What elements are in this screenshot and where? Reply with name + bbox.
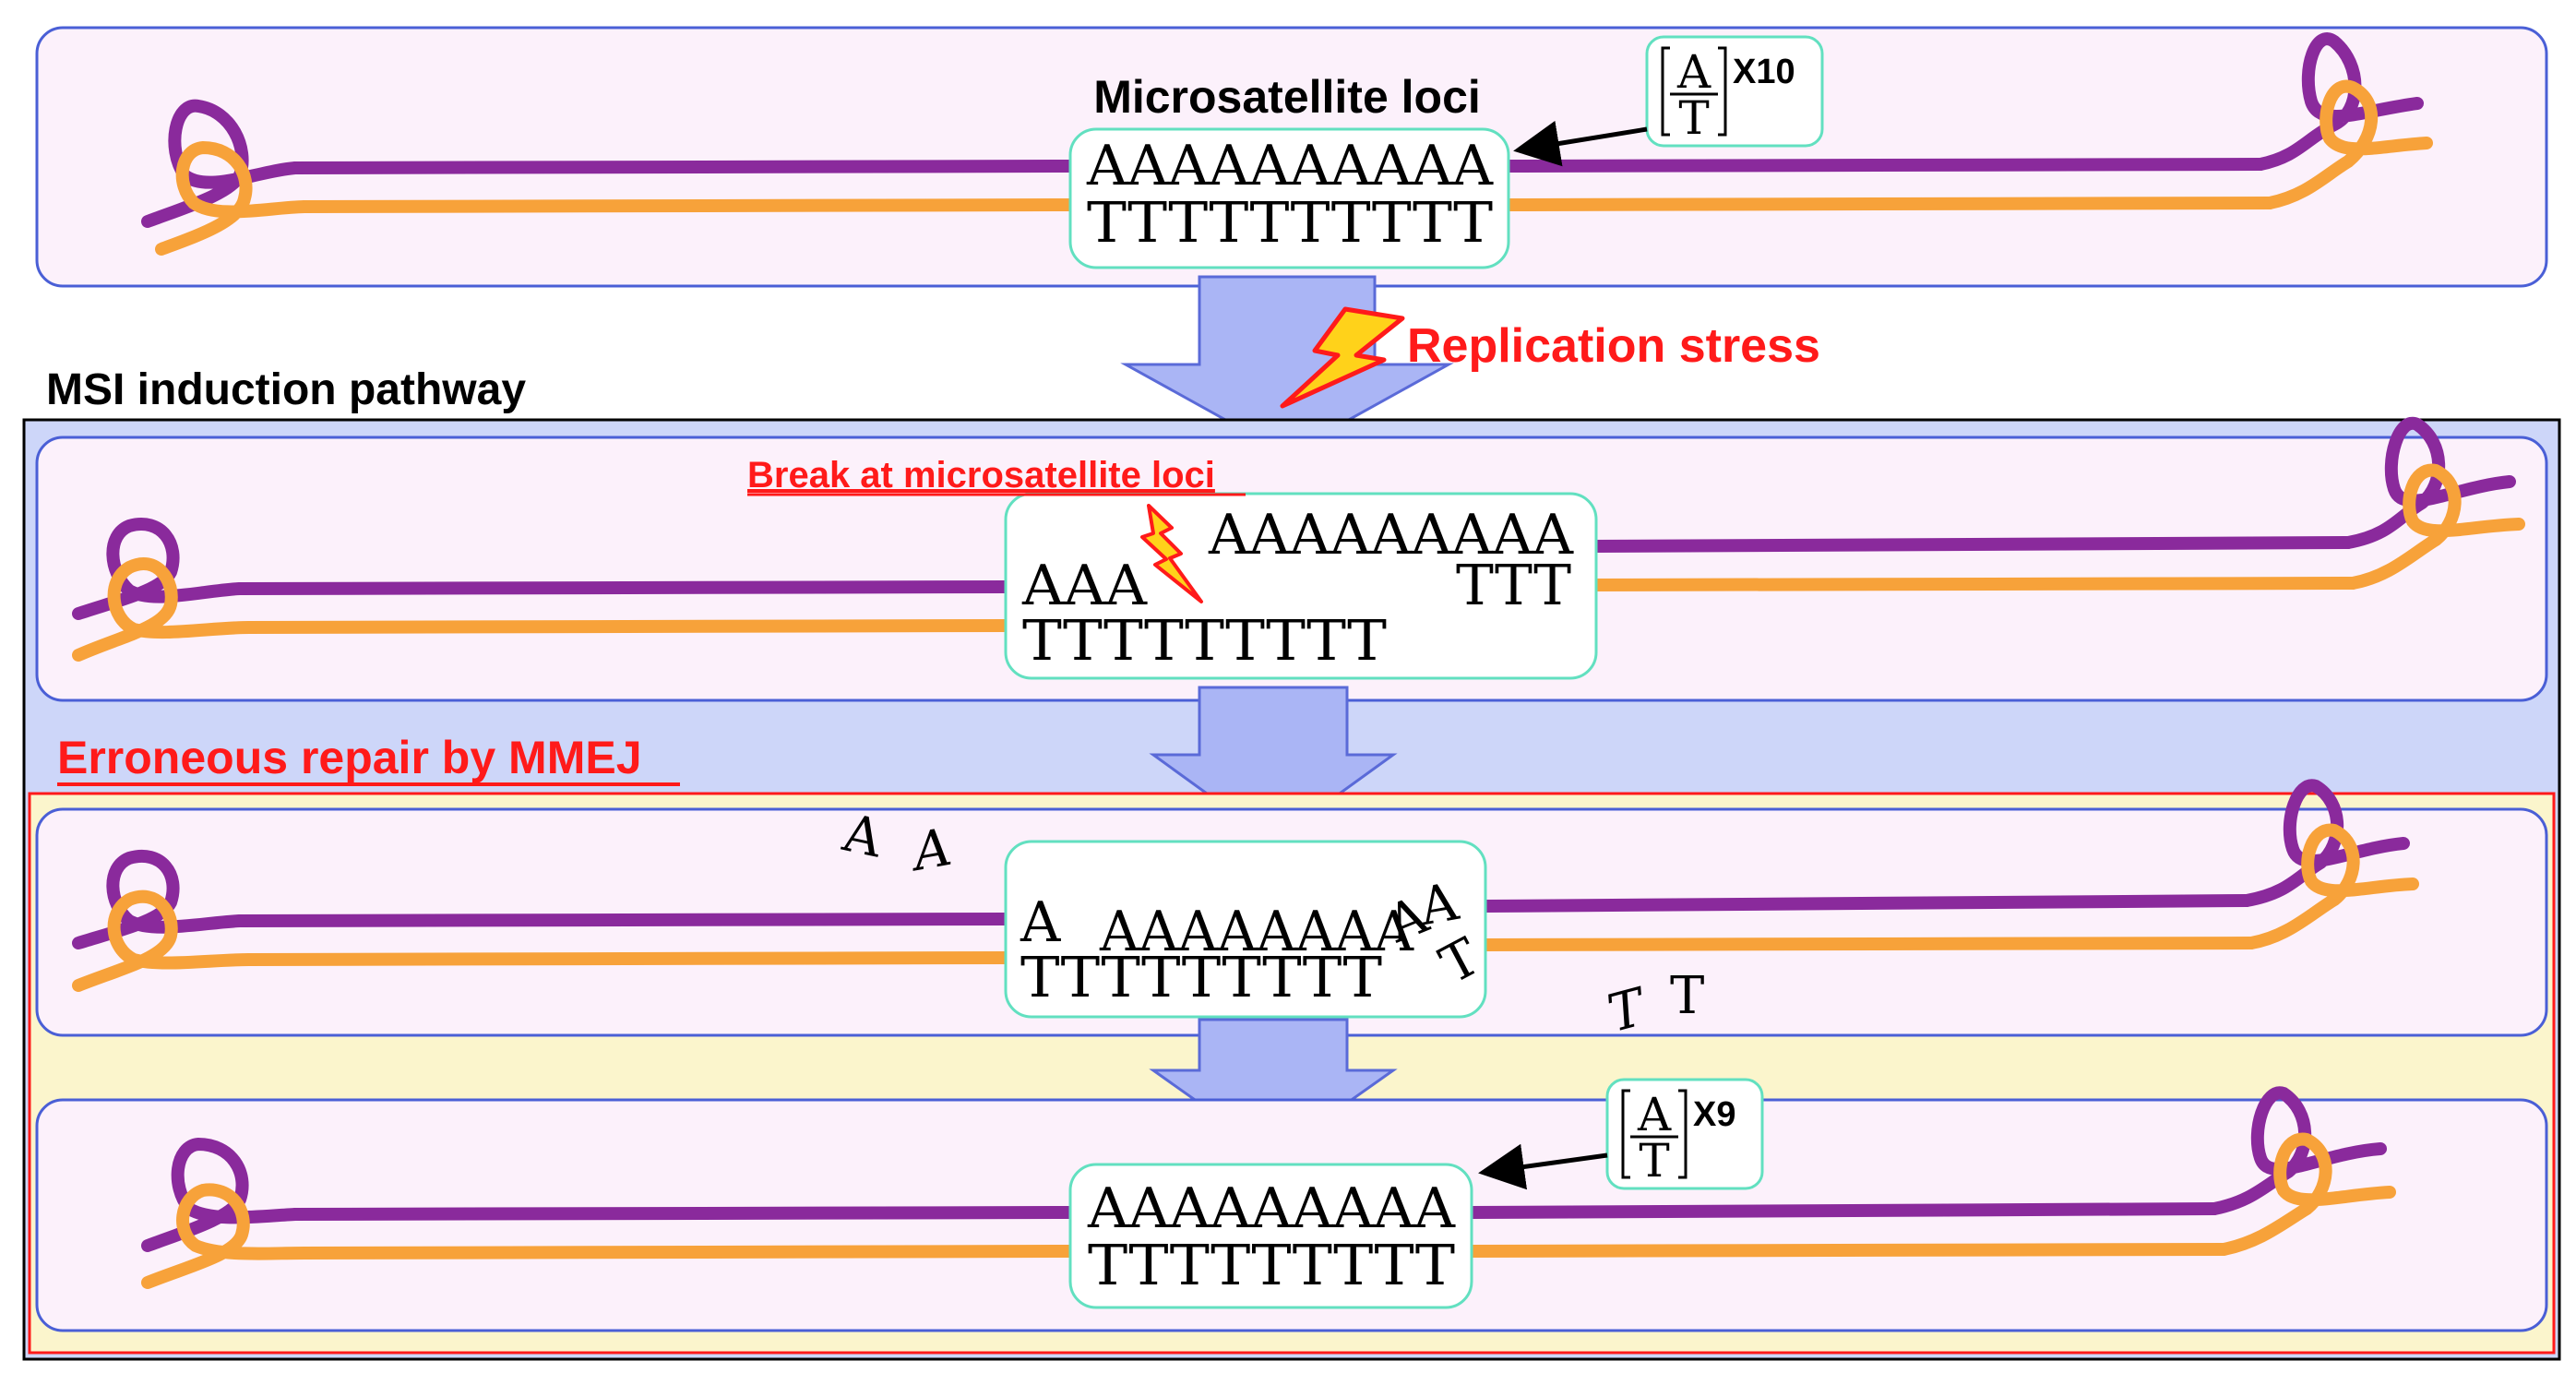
top-callout-bracket	[1661, 46, 1727, 137]
repair-purple-left	[233, 913, 1012, 927]
top-loci-box	[1068, 127, 1510, 269]
repair-orange-right	[1479, 937, 2258, 951]
break-title: Break at microsatellite loci	[747, 455, 1215, 495]
result-purple-left	[289, 1206, 1077, 1221]
result-orange-left	[298, 1245, 1077, 1260]
repair-seq-t: TTTTTTTTT	[1020, 946, 1382, 1010]
result-callout-t: T	[1639, 1134, 1669, 1188]
repair-purple-right	[1479, 894, 2253, 913]
result-seq-a: AAAAAAAAA	[1087, 1176, 1456, 1241]
lightning-icon-stress	[1280, 306, 1405, 409]
result-callout-exp: X9	[1693, 1095, 1735, 1134]
break-orange-right	[1585, 577, 2359, 591]
top-strands	[141, 32, 2433, 256]
top-orange-left	[298, 198, 1077, 213]
lightning-icon-break	[1140, 504, 1203, 603]
result-callout-a: A	[1637, 1088, 1672, 1141]
top-seq-t: TTTTTTTTTT	[1087, 191, 1493, 256]
replication-stress-label: Replication stress	[1407, 319, 1820, 373]
top-callout-t: T	[1678, 91, 1709, 145]
break-left-loop-orange	[72, 557, 256, 662]
top-orange-right	[1502, 197, 2276, 211]
break-orange-left	[243, 619, 1012, 634]
repair-right-loop-orange	[2245, 823, 2419, 949]
repair-loci-box	[1004, 840, 1487, 1019]
break-seq-t-right: TTT	[1456, 554, 1571, 618]
break-strands	[72, 416, 2525, 662]
break-seq-a-left: AAA	[1021, 554, 1148, 618]
result-seq-t: TTTTTTTTT	[1088, 1234, 1455, 1298]
result-orange-right	[1465, 1243, 2230, 1258]
result-strands	[141, 1086, 2396, 1289]
break-left-loop-purple	[72, 518, 246, 620]
top-left-loop-orange	[155, 140, 311, 256]
break-right-loop-orange	[2346, 463, 2525, 590]
repair-seq-a-left: A	[1020, 890, 1061, 955]
top-left-loop-purple	[141, 99, 302, 228]
top-seq-a: AAAAAAAAAA	[1086, 134, 1494, 198]
break-purple-right	[1585, 536, 2355, 553]
break-seq-a-right: AAAAAAAAA	[1208, 503, 1574, 567]
break-seq-t-bottom: TTTTTTTTT	[1022, 609, 1387, 674]
repair-orange-left	[243, 951, 1012, 966]
repair-strands	[72, 779, 2419, 992]
repair-loose-t2: T	[1670, 966, 1704, 1026]
result-left-loop-orange	[141, 1183, 311, 1289]
repair-left-loop-purple	[72, 850, 246, 949]
result-callout-arrow	[1478, 1143, 1608, 1190]
result-right-loop-orange	[2217, 1132, 2396, 1256]
result-left-loop-purple	[141, 1137, 302, 1252]
top-callout-exp: X10	[1733, 53, 1795, 91]
break-purple-left	[233, 580, 1012, 595]
mmej-label: Erroneous repair by MMEJ	[57, 732, 642, 783]
repair-left-loop-orange	[72, 889, 256, 992]
top-purple-right	[1502, 158, 2267, 173]
result-loci-box	[1068, 1163, 1473, 1309]
top-repeat-callout	[1645, 35, 1824, 148]
msi-pathway-label: MSI induction pathway	[46, 365, 526, 414]
top-purple-left	[289, 160, 1077, 174]
top-loci-title: Microsatellite loci	[1093, 71, 1481, 123]
top-callout-arrow	[1513, 120, 1648, 167]
repair-seq-a: AAAAAAAA	[1099, 900, 1414, 964]
top-right-loop-orange	[2263, 79, 2433, 209]
top-callout-a: A	[1676, 45, 1711, 99]
result-callout-bracket	[1621, 1089, 1688, 1179]
result-purple-right	[1465, 1202, 2221, 1219]
